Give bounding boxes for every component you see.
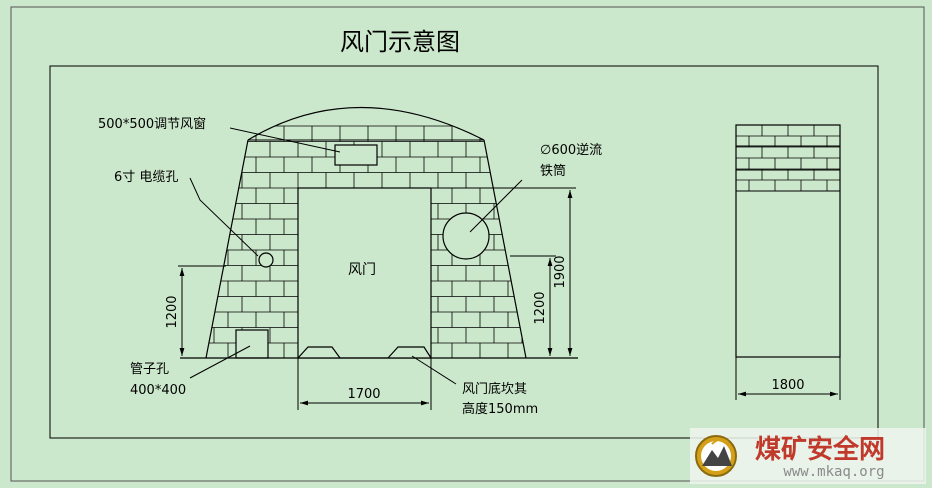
door-width-dimension: 1700 [297, 358, 432, 410]
sill-right [387, 346, 432, 359]
side-view: 1800 [735, 124, 841, 400]
watermark-logo-icon [695, 435, 737, 477]
reverse-duct-label-1: ∅600逆流 [540, 142, 602, 158]
side-width-value: 1800 [771, 378, 804, 393]
pipe-leader [189, 345, 251, 379]
door-height-dimension: 1900 [431, 187, 576, 356]
wall-left-edge [205, 139, 249, 359]
reverse-duct-label-2: 铁筒 [540, 163, 566, 179]
pipe-hole-label-2: 400*400 [130, 383, 186, 398]
door-height-value: 1900 [553, 255, 568, 288]
sill-left [297, 346, 341, 359]
outer-frame [10, 6, 925, 482]
side-view-outline [735, 124, 841, 358]
pipe-hole-label-1: 管子孔 [130, 362, 169, 377]
door-width-value: 1700 [347, 387, 380, 402]
diagram-title: 风门示意图 [340, 28, 460, 56]
right-height-dimension: 1200 [510, 255, 556, 356]
inner-frame [49, 65, 879, 439]
right-height-value: 1200 [533, 291, 548, 324]
left-height-value: 1200 [165, 295, 180, 328]
pipe-hole-rect [235, 329, 269, 359]
sill-label-2: 高度150mm [462, 401, 538, 417]
cable-leader [189, 177, 259, 257]
duct-leader [469, 179, 523, 233]
wall-right-edge [483, 139, 527, 359]
vent-window [334, 144, 378, 166]
watermark-url: www.mkaq.org [783, 464, 884, 480]
wall-arch [247, 107, 485, 141]
cable-hole-circle [258, 252, 274, 268]
front-wall [180, 107, 578, 359]
vent-leader [229, 127, 341, 153]
cable-hole-label: 6寸 电缆孔 [114, 169, 178, 185]
sill-label-1: 风门底坎其 [462, 381, 527, 397]
side-brick-pattern [736, 125, 840, 191]
door-label: 风门 [348, 262, 376, 278]
watermark: 煤矿安全网 www.mkaq.org [690, 428, 926, 484]
watermark-brand: 煤矿安全网 [755, 434, 885, 465]
sill-leader [411, 355, 457, 385]
vent-window-label: 500*500调节风窗 [98, 116, 206, 132]
left-height-dimension: 1200 [165, 265, 226, 356]
